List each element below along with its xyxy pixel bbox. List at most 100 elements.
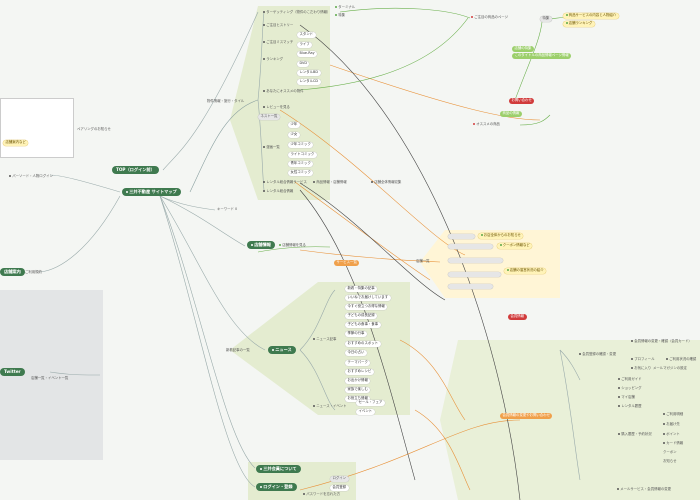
news-sub-0[interactable]: セール・フェア [356,400,385,406]
right-footer[interactable]: メールサービス・会員情報の変更 [616,487,672,492]
top-right-yellow-0[interactable]: 商品サービスの内容と人物紹介 [563,13,619,19]
upper-item-3[interactable]: ランキング [262,57,284,62]
news-item-2[interactable]: 今すぐ役立つお得な情報 [345,304,388,310]
rental-1[interactable]: レンタル総合情報 [262,189,294,194]
top-right-bottom-note-label: 商品の情報 [502,111,520,116]
login-item-1[interactable]: 会員登録 [330,485,349,491]
center-right-grey-3[interactable] [448,272,501,278]
genre-1[interactable]: 少女 [288,132,300,138]
right-menu-1[interactable]: ショッピング [617,386,643,391]
right-menu-2-dot-icon [618,395,621,398]
login-sub[interactable]: パスワードを忘れた方 [302,492,341,497]
upper-sub-5[interactable]: レンタルCD [297,79,321,85]
news-item-4[interactable]: 子どもの食事・食事 [345,322,381,328]
left-dark-pill[interactable]: 店舗案内 [0,268,25,277]
top-right-yellow-1-label: 店舗ランキング [568,21,593,26]
right-panel-sub-1[interactable]: ご利用状況の確認 [665,357,697,362]
center-node[interactable]: 三井不動産 サイトマップ [122,188,181,197]
top-right-yellow-1[interactable]: 店舗ランキング [563,21,595,27]
right-menu-sub-1[interactable]: お届け先 [662,422,681,427]
rental-0[interactable]: レンタル総合情報サービス [262,180,308,185]
news-item-8[interactable]: テーマパーク [345,360,371,366]
top-right-bottom-link[interactable]: オススメの商品 [472,122,501,127]
right-menu-2[interactable]: マイ店舗 [617,395,636,400]
right-menu-sub-5[interactable]: お知らせ [662,459,678,463]
top-right-item-0[interactable]: ターミナル [334,5,356,10]
upper-item-1[interactable]: ご注目ヒストリー [262,23,294,28]
right-menu-sub-4[interactable]: クーポン [662,450,678,454]
right-red-tag[interactable]: 会員情報 [508,314,527,320]
right-panel-sub-0-dot-icon [631,339,634,342]
center-right-yellow-2[interactable]: 店舗の運営状況の紹介 [504,268,547,274]
keyword-left-node[interactable]: パーソード・人物ログイン [8,174,54,179]
news-item-1[interactable]: いいねでお届けしています [345,295,391,301]
store-info-node[interactable]: 店舗情報 [247,241,275,250]
right-menu-sub-0[interactable]: ご利用明細 [662,412,684,417]
member-about-node[interactable]: 三井会員について [256,465,301,474]
news-group[interactable]: ニュース記事 [312,337,337,342]
news-item-5[interactable]: 季節の行事 [345,331,367,337]
center-right-yellow-1[interactable]: クーポン情報など [497,243,533,249]
rental-sub-0[interactable]: 商品情報・店舗情報 [312,180,348,185]
right-panel-item-1[interactable]: プロフィール [630,357,655,362]
right-panel-sub-2[interactable]: メールマガジンの設定 [652,366,688,370]
center-right-grey-0[interactable] [448,234,475,240]
rental-sub-0-dot-icon [313,180,316,183]
news-sub-label[interactable]: ニュース・イベント [312,404,348,409]
news-item-3[interactable]: 子どもの成長記録 [345,313,378,319]
upper-sub-2[interactable]: Blue-Ray [297,51,318,57]
genre-5[interactable]: 女性コミック [288,170,314,176]
login-node[interactable]: ログイン・登録 [256,483,297,492]
right-menu-sub-3-label: カード情報 [666,440,684,445]
right-menu-sub-3[interactable]: カード情報 [662,441,684,446]
news-item-12[interactable]: お役立ち情報 [345,396,371,402]
top-right-item-1[interactable]: 特集 [334,13,346,18]
center-right-grey-1[interactable] [448,244,493,250]
right-menu-sub-2[interactable]: ポイント [662,432,681,437]
news-item-6[interactable]: おすすめのスポット [345,341,381,347]
store-info-note[interactable]: 店舗情報を見る [278,243,307,248]
upper-mid-1[interactable]: ネスト一覧 [258,114,280,120]
right-menu-4[interactable]: 購入履歴・予約状況 [617,432,653,437]
top-right-red-badge[interactable]: お問い合わせ [509,98,535,104]
edge-right-list-2 [559,349,581,481]
genre-3[interactable]: ライトコミック [288,152,317,158]
top-right-pill[interactable]: 特集 [540,16,552,22]
top-login-node[interactable]: TOP（ログイン前） [112,166,159,175]
upper-item-0[interactable]: ターゲッティング（物件のこだわり情報） [262,10,331,15]
news-sub-1[interactable]: イベント [356,409,375,415]
genre-0[interactable]: 少年 [288,122,300,128]
news-item-9[interactable]: おすすめレシピ [345,369,374,375]
upper-sub-4[interactable]: レンタルBD [297,70,321,76]
login-sub-label: パスワードを忘れた方 [306,491,341,496]
news-item-11[interactable]: 家族で楽しむ [345,387,371,393]
right-menu-0[interactable]: ご利用ガイド [617,377,643,382]
keyword-mid-node[interactable]: キーワード 0 [216,207,238,211]
top-right-green-note2: このタイトルの商品情報ページ情報 [512,53,572,59]
right-panel-sub-0[interactable]: 会員情報の変更・確認（会員カード） [630,339,693,344]
center-right-yellow-0[interactable]: お店全体からのお知らせ [478,233,524,239]
upper-sub-0[interactable]: スタンド [297,32,316,38]
genre-2[interactable]: 少年コミック [288,142,314,148]
right-panel-item-0[interactable]: 会員登録の確認・変更 [578,352,617,357]
genre-4[interactable]: 青年コミック [288,161,314,167]
news-item-10[interactable]: お出かけ情報 [345,378,371,384]
upper-item-2[interactable]: ご注目ミスマッチ [262,40,294,45]
center-right-grey-4[interactable] [448,284,493,290]
top-right-notice[interactable]: ご注目の商品のページ [470,15,509,20]
upper-mid-0[interactable]: レビューを見る [262,105,291,110]
news-header[interactable]: ニュース [268,346,296,355]
right-panel-item-2[interactable]: お気に入り [630,366,652,371]
upper-sub-3[interactable]: DVD [297,61,310,67]
news-item-0[interactable]: 新着・特集の記事 [345,286,378,292]
left-pill2[interactable]: Twitter [0,368,25,377]
center-right-grey-2[interactable] [448,258,503,264]
top-right-yellow-1-dot-icon [565,22,568,25]
right-menu-3[interactable]: レンタル履歴 [617,404,643,409]
news-item-7[interactable]: 今日の占い [345,350,367,356]
upper-sub-1[interactable]: ライフ [297,42,313,48]
login-item-0[interactable]: ログイン [330,476,349,482]
genre-label[interactable]: 漫画一覧 [262,145,281,150]
upper-item-4[interactable]: あなたにオススメの物件 [262,89,304,94]
rental-sub-1[interactable]: 店舗全体情報収集 [370,180,402,185]
